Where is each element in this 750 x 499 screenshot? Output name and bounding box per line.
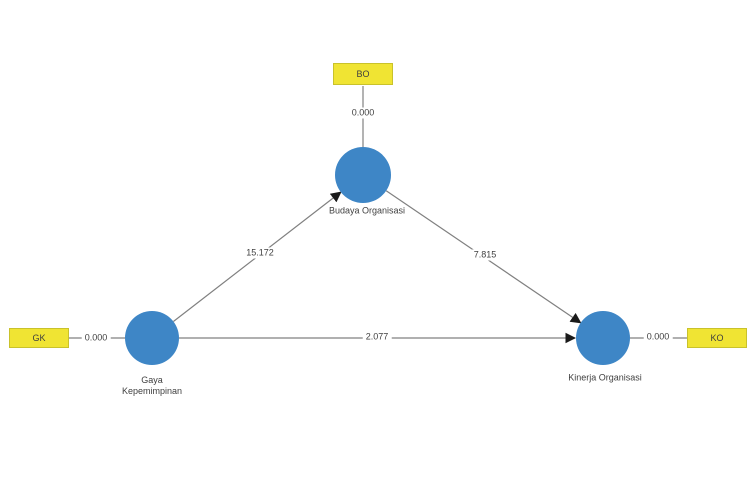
indicator-ko-label: KO	[710, 333, 724, 343]
construct-gaya-label: Gaya Kepemimpinan	[121, 375, 183, 396]
indicator-bo-label: BO	[356, 69, 370, 79]
construct-budaya-circle[interactable]	[335, 147, 391, 203]
loading-ko-value: 0.000	[643, 331, 673, 343]
indicator-bo[interactable]: BO	[333, 63, 393, 85]
construct-kinerja-circle[interactable]	[576, 311, 630, 365]
path-value-budaya-kinerja: 7.815	[470, 249, 500, 261]
path-value-gaya-budaya: 15.172	[243, 247, 277, 259]
loading-bo-value: 0.000	[348, 107, 378, 119]
construct-gaya-circle[interactable]	[125, 311, 179, 365]
construct-budaya-label: Budaya Organisasi	[328, 205, 406, 216]
indicator-gk[interactable]: GK	[9, 328, 69, 348]
loading-gk-value: 0.000	[81, 332, 111, 344]
construct-kinerja-label: Kinerja Organisasi	[568, 372, 642, 383]
indicator-ko[interactable]: KO	[687, 328, 747, 348]
indicator-gk-label: GK	[32, 333, 46, 343]
path-value-gaya-kinerja: 2.077	[362, 331, 392, 343]
